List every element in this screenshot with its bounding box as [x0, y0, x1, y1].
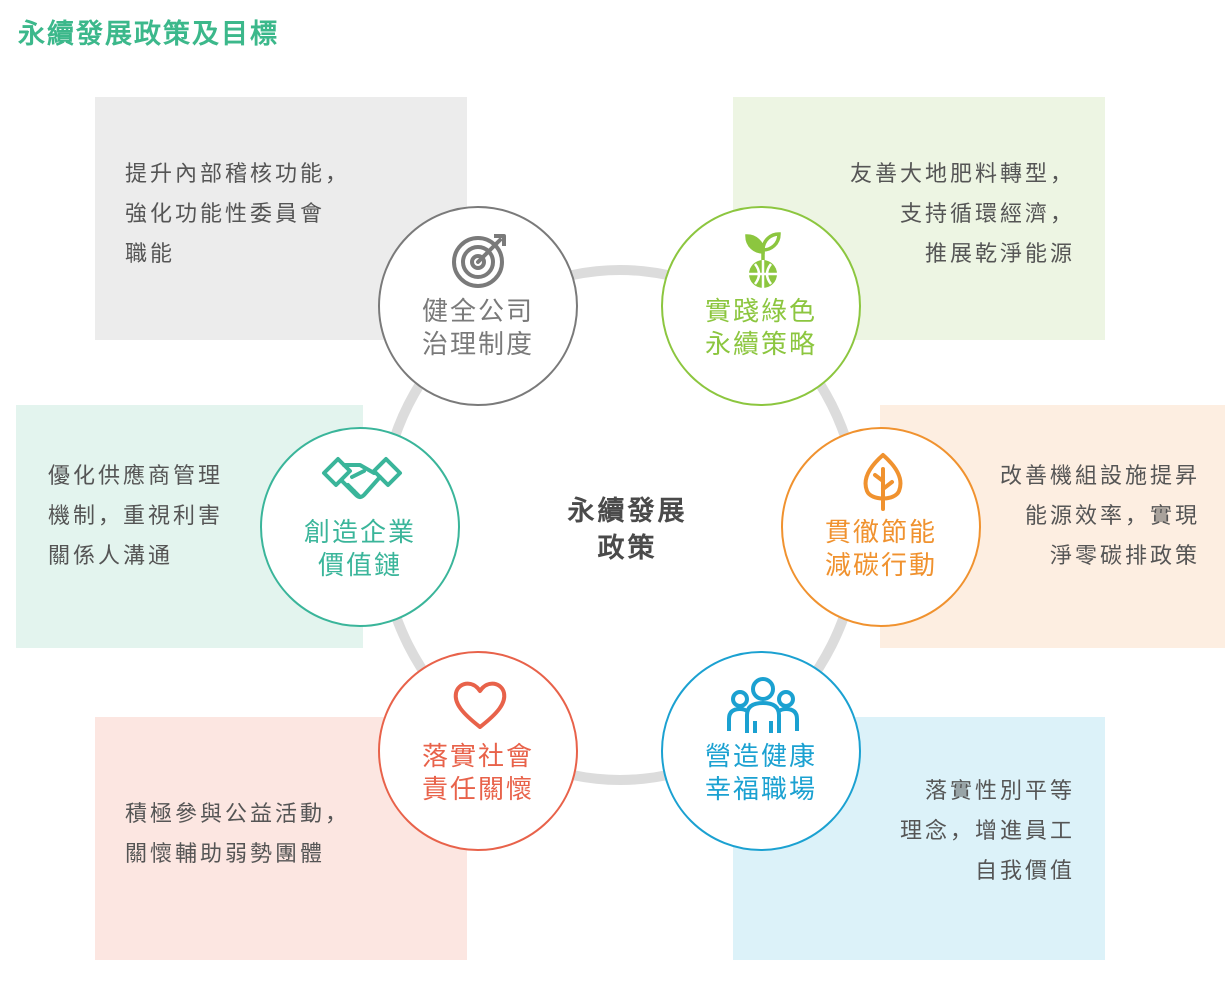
governance-description: 提升內部稽核功能， 強化功能性委員會 職能	[125, 162, 351, 267]
social-description: 積極參與公益活動， 關懷輔助弱勢團體	[125, 802, 351, 867]
handshake-icon	[322, 457, 402, 499]
target-icon	[452, 234, 506, 288]
energy-label: 貫徹節能 減碳行動	[783, 517, 979, 583]
heart-icon	[453, 681, 507, 729]
center-title-line1: 永續發展	[567, 496, 688, 527]
social-circle[interactable]: 落實社會 責任關懷	[378, 651, 578, 851]
social-label-line2: 責任關懷	[421, 775, 534, 805]
green-label-line1: 實踐綠色	[704, 297, 817, 327]
governance-label: 健全公司 治理制度	[380, 296, 576, 362]
social-label: 落實社會 責任關懷	[380, 741, 576, 807]
energy-label-line2: 減碳行動	[824, 551, 937, 581]
governance-label-line2: 治理制度	[421, 330, 534, 360]
supply-label-line2: 價值鏈	[317, 551, 402, 581]
governance-circle[interactable]: 健全公司 治理制度	[378, 206, 578, 406]
supply-circle[interactable]: 創造企業 價值鏈	[260, 427, 460, 627]
sprout-globe-icon	[745, 232, 781, 288]
green-description: 友善大地肥料轉型， 支持循環經濟， 推展乾淨能源	[849, 162, 1075, 267]
leaf-icon	[863, 453, 903, 511]
green-label: 實踐綠色 永續策略	[663, 296, 859, 362]
energy-circle[interactable]: 貫徹節能 減碳行動	[781, 427, 981, 627]
supply-label-line1: 創造企業	[303, 518, 416, 548]
supply-label: 創造企業 價值鏈	[262, 517, 458, 583]
page-title: 永續發展政策及目標	[18, 19, 279, 50]
workplace-label-line1: 營造健康	[704, 742, 817, 772]
supply-description: 優化供應商管理 機制，重視利害 關係人溝通	[48, 464, 224, 569]
people-group-icon	[727, 677, 799, 733]
energy-description: 改善機組設施提昇 能源效率，實現 淨零碳排政策	[999, 464, 1200, 569]
workplace-label-line2: 幸福職場	[704, 775, 817, 805]
center-title-line2: 政策	[597, 533, 658, 564]
center-title: 永續發展 政策	[540, 493, 715, 567]
green-label-line2: 永續策略	[704, 330, 817, 360]
governance-label-line1: 健全公司	[421, 297, 534, 327]
workplace-circle[interactable]: 營造健康 幸福職場	[661, 651, 861, 851]
workplace-description: 落實性別平等 理念，增進員工 自我價值	[899, 779, 1075, 884]
workplace-label: 營造健康 幸福職場	[663, 741, 859, 807]
social-label-line1: 落實社會	[421, 742, 534, 772]
energy-label-line1: 貫徹節能	[824, 518, 937, 548]
green-circle[interactable]: 實踐綠色 永續策略	[661, 206, 861, 406]
